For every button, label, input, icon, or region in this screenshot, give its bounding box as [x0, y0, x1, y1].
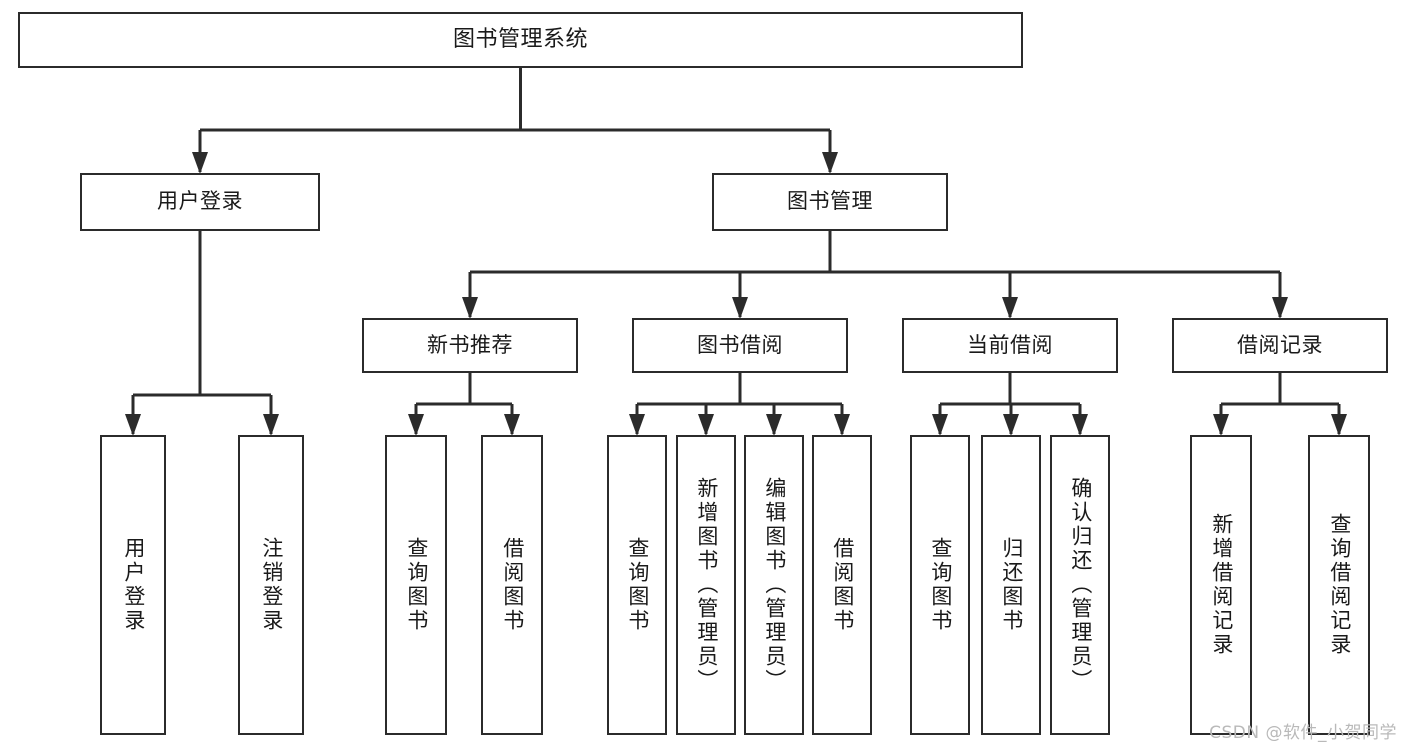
node-label: 新书推荐	[427, 332, 513, 357]
node-label: 新增借阅记录	[1209, 513, 1234, 657]
node-leaf-query-book-3[interactable]: 查询图书	[910, 435, 970, 735]
node-leaf-logout[interactable]: 注销登录	[238, 435, 304, 735]
node-label: 图书管理	[787, 189, 873, 214]
node-borrow-record[interactable]: 借阅记录	[1172, 318, 1388, 373]
node-leaf-borrow-book-2[interactable]: 借阅图书	[812, 435, 872, 735]
node-label: 图书管理系统	[452, 26, 588, 52]
node-leaf-query-book-2[interactable]: 查询图书	[607, 435, 667, 735]
node-leaf-add-record[interactable]: 新增借阅记录	[1190, 435, 1252, 735]
node-label: 借阅图书	[830, 537, 855, 633]
node-leaf-query-book-1[interactable]: 查询图书	[385, 435, 447, 735]
node-leaf-return-book[interactable]: 归还图书	[981, 435, 1041, 735]
node-leaf-borrow-book-1[interactable]: 借阅图书	[481, 435, 543, 735]
node-label: 注销登录	[259, 537, 284, 633]
node-label: 借阅图书	[500, 537, 525, 633]
node-book-manage[interactable]: 图书管理	[712, 173, 948, 231]
node-label: 当前借阅	[967, 332, 1053, 357]
watermark: CSDN @软件_小贺同学	[1209, 723, 1397, 743]
node-label: 用户登录	[157, 189, 243, 214]
node-leaf-confirm-return[interactable]: 确认归还（管理员）	[1050, 435, 1110, 735]
node-label: 归还图书	[999, 537, 1024, 633]
node-leaf-edit-book[interactable]: 编辑图书（管理员）	[744, 435, 804, 735]
node-label: 确认归还（管理员）	[1068, 477, 1093, 693]
node-label: 查询图书	[928, 537, 953, 633]
node-new-book-rec[interactable]: 新书推荐	[362, 318, 578, 373]
node-label: 查询图书	[625, 537, 650, 633]
node-leaf-query-record[interactable]: 查询借阅记录	[1308, 435, 1370, 735]
node-label: 查询图书	[404, 537, 429, 633]
node-label: 新增图书（管理员）	[694, 477, 719, 693]
node-root[interactable]: 图书管理系统	[18, 12, 1023, 68]
node-user-login[interactable]: 用户登录	[80, 173, 320, 231]
node-current-borrow[interactable]: 当前借阅	[902, 318, 1118, 373]
node-label: 图书借阅	[697, 332, 783, 357]
node-label: 查询借阅记录	[1327, 513, 1352, 657]
node-label: 用户登录	[121, 537, 146, 633]
node-book-borrow[interactable]: 图书借阅	[632, 318, 848, 373]
node-label: 借阅记录	[1237, 332, 1323, 357]
node-leaf-add-book[interactable]: 新增图书（管理员）	[676, 435, 736, 735]
node-leaf-user-login[interactable]: 用户登录	[100, 435, 166, 735]
node-label: 编辑图书（管理员）	[762, 477, 787, 693]
